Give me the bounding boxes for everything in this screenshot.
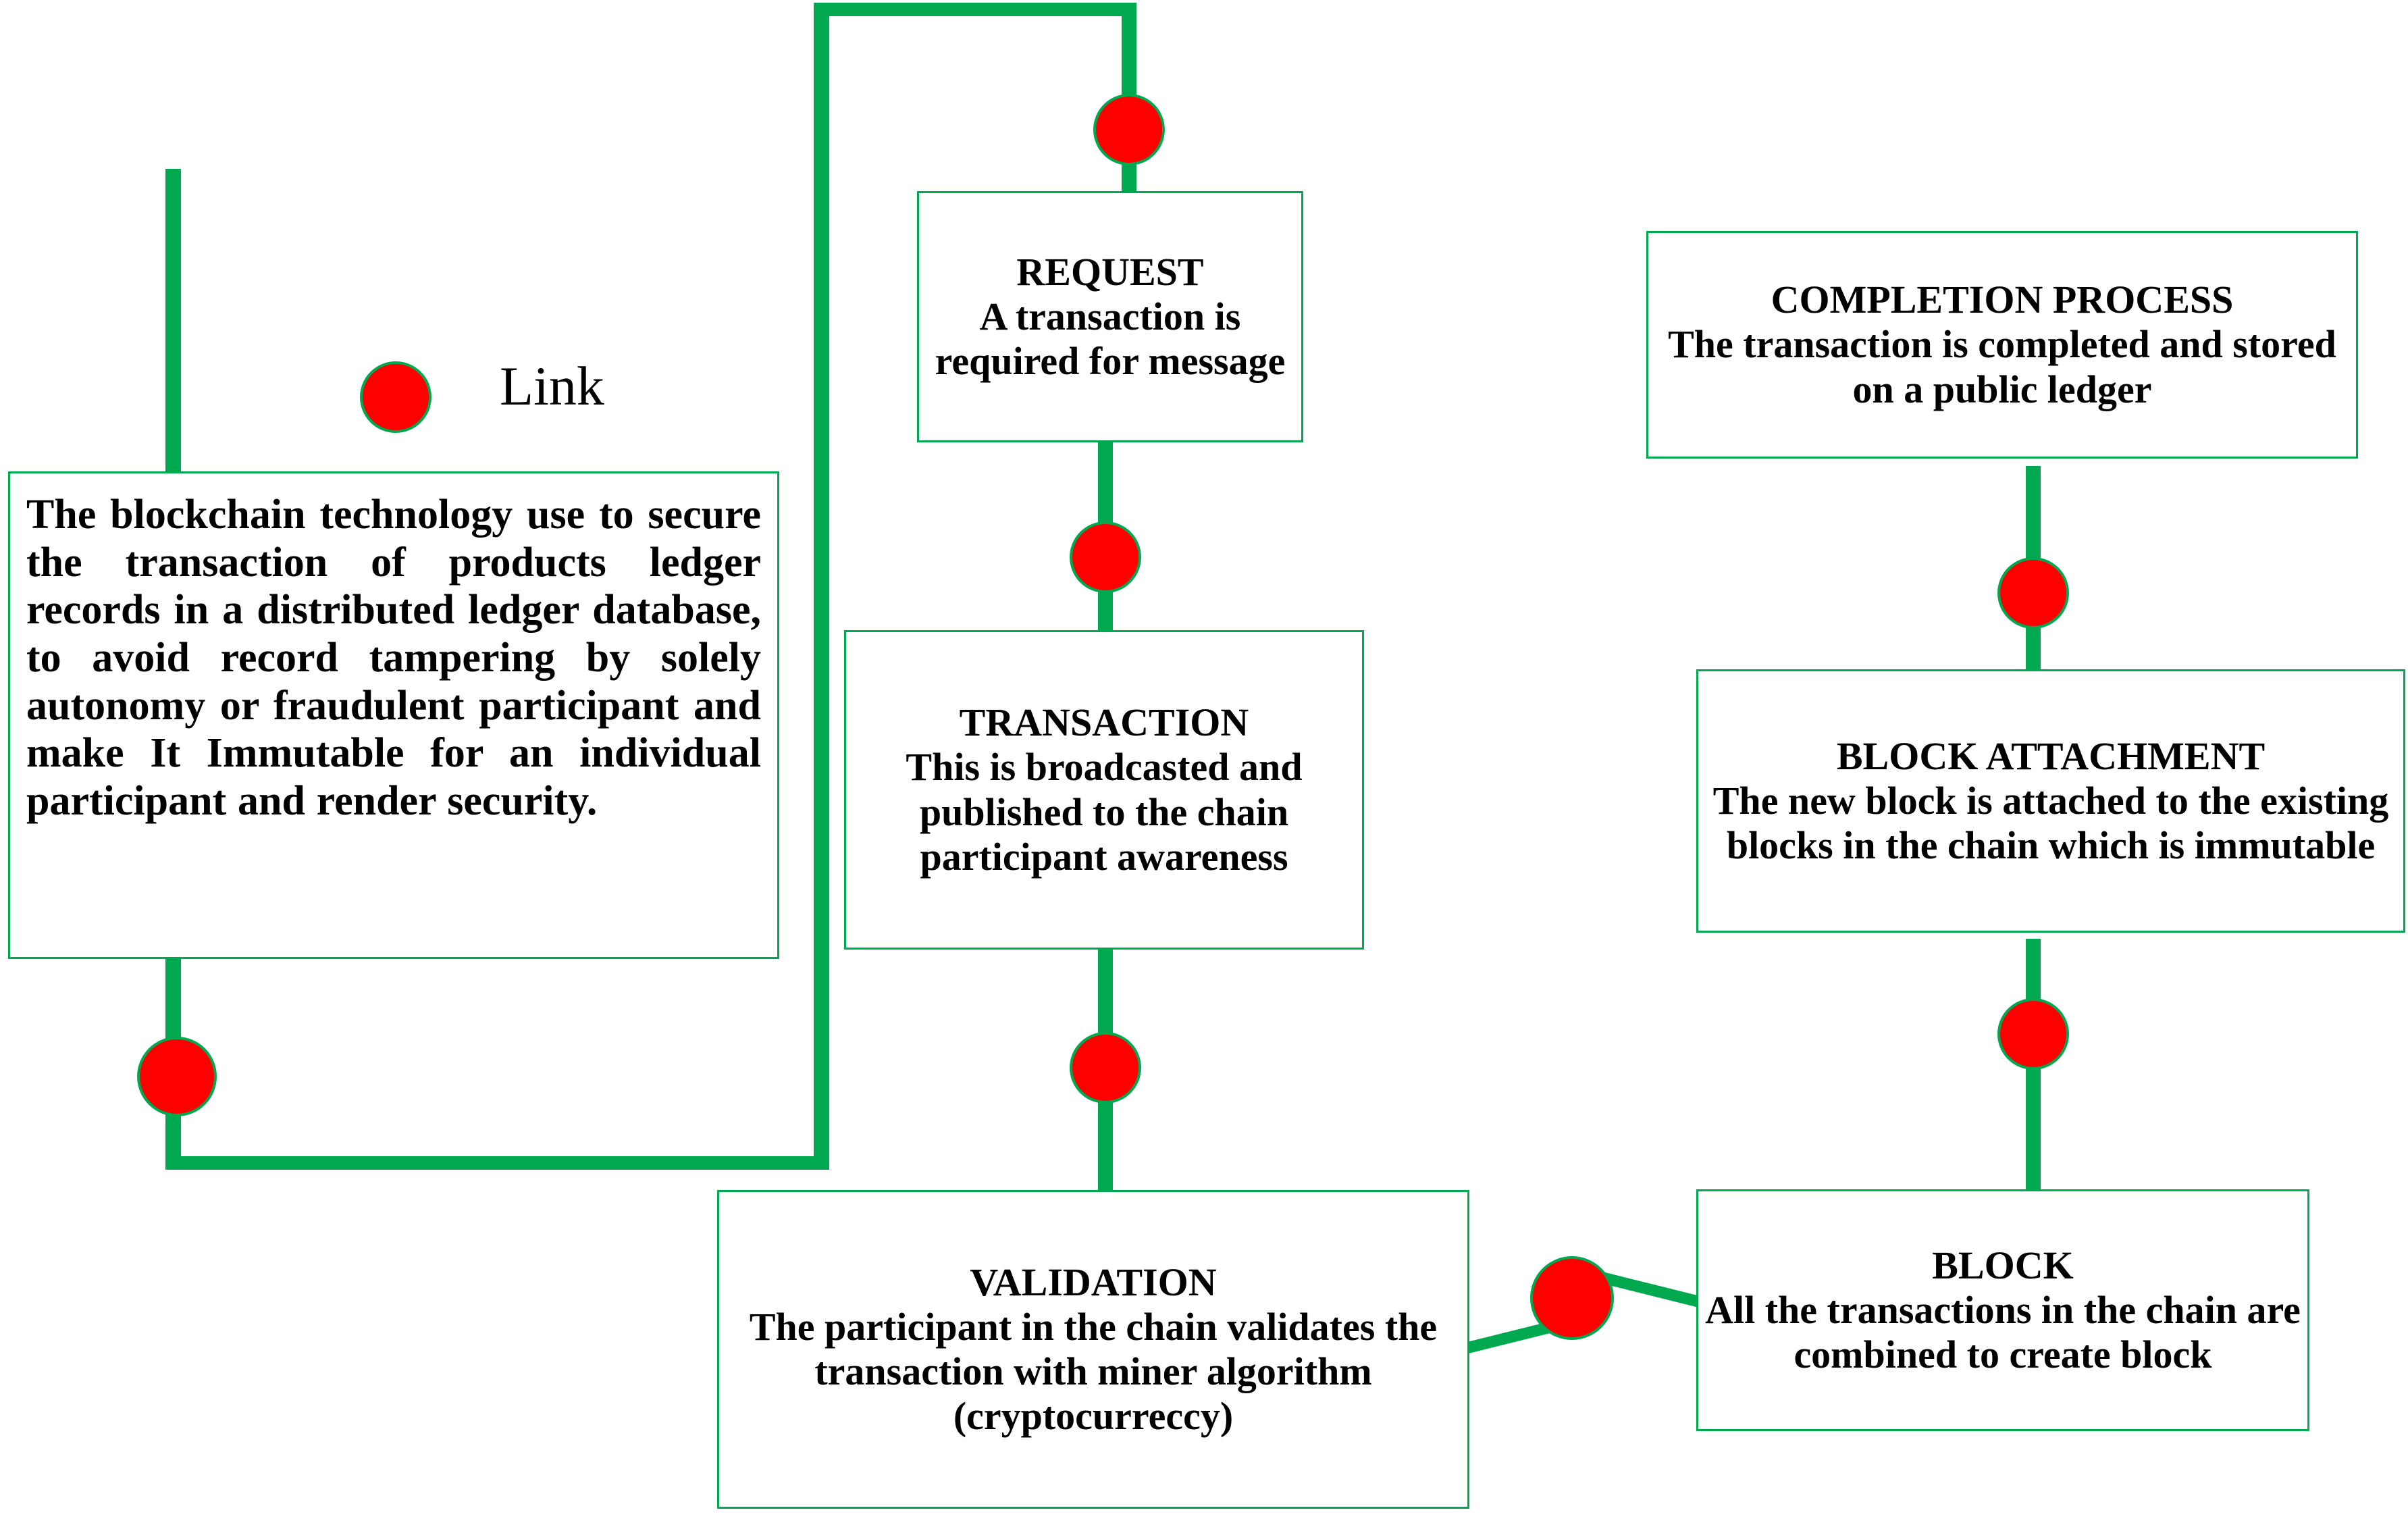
node-box-request-body: A transaction is required for message <box>935 294 1286 384</box>
connector-transaction-dot-to-box <box>1098 581 1113 638</box>
transaction-to-validation-node-dot[interactable] <box>1070 1032 1141 1104</box>
node-box-block-attachment-body: The new block is attached to the existin… <box>1712 778 2389 868</box>
node-box-block[interactable]: BLOCK All the transactions in the chain … <box>1696 1189 2309 1431</box>
connector-request-top-stub <box>1122 3 1136 111</box>
attachment-to-completion-node-dot[interactable] <box>1997 557 2069 629</box>
connector-left-riser-vertical <box>814 3 829 1170</box>
node-box-block-title: BLOCK <box>1932 1243 2074 1287</box>
node-box-validation-body: The participant in the chain validates t… <box>749 1304 1438 1439</box>
link-exit-node-dot[interactable] <box>137 1037 217 1116</box>
connector-transaction-to-validation-upper <box>1098 944 1113 1052</box>
node-box-block-attachment-title: BLOCK ATTACHMENT <box>1836 733 2266 778</box>
link-label: Link <box>500 355 604 417</box>
node-box-request-title: REQUEST <box>1016 249 1204 294</box>
connector-top-horizontal <box>814 3 1136 16</box>
node-box-block-body: All the transactions in the chain are co… <box>1705 1287 2301 1377</box>
node-box-transaction[interactable]: TRANSACTION This is broadcasted and publ… <box>844 630 1364 950</box>
node-box-validation-title: VALIDATION <box>970 1260 1217 1304</box>
block-to-attachment-node-dot[interactable] <box>1997 998 2069 1070</box>
request-entry-node-dot[interactable] <box>1093 94 1165 165</box>
connector-request-to-transaction-upper <box>1098 438 1113 542</box>
node-box-completion-process-body: The transaction is completed and stored … <box>1668 322 2336 411</box>
request-to-transaction-node-dot[interactable] <box>1070 521 1141 593</box>
connector-completion-dot-to-box <box>2026 466 2041 581</box>
validation-to-block-node-dot[interactable] <box>1530 1256 1614 1340</box>
node-box-transaction-body: This is broadcasted and published to the… <box>906 745 1303 879</box>
connector-validation-dot-to-box <box>1098 1091 1113 1197</box>
node-box-link-description[interactable]: The blockchain technology use to secure … <box>8 471 779 959</box>
node-box-link-description-body: The blockchain technology use to secure … <box>26 492 761 825</box>
node-box-request[interactable]: REQUEST A transaction is required for me… <box>917 191 1303 442</box>
node-box-completion-process[interactable]: COMPLETION PROCESS The transaction is co… <box>1646 231 2358 459</box>
node-box-completion-process-title: COMPLETION PROCESS <box>1771 278 2234 322</box>
connector-link-loop-horizontal <box>165 1156 829 1170</box>
connector-link-dot-stem <box>165 169 181 480</box>
node-box-validation[interactable]: VALIDATION The participant in the chain … <box>717 1190 1469 1509</box>
node-box-block-attachment[interactable]: BLOCK ATTACHMENT The new block is attach… <box>1696 669 2405 933</box>
link-node-dot[interactable] <box>360 361 431 433</box>
connector-block-to-attachment-lower <box>2026 1060 2041 1195</box>
node-box-transaction-title: TRANSACTION <box>959 700 1249 745</box>
